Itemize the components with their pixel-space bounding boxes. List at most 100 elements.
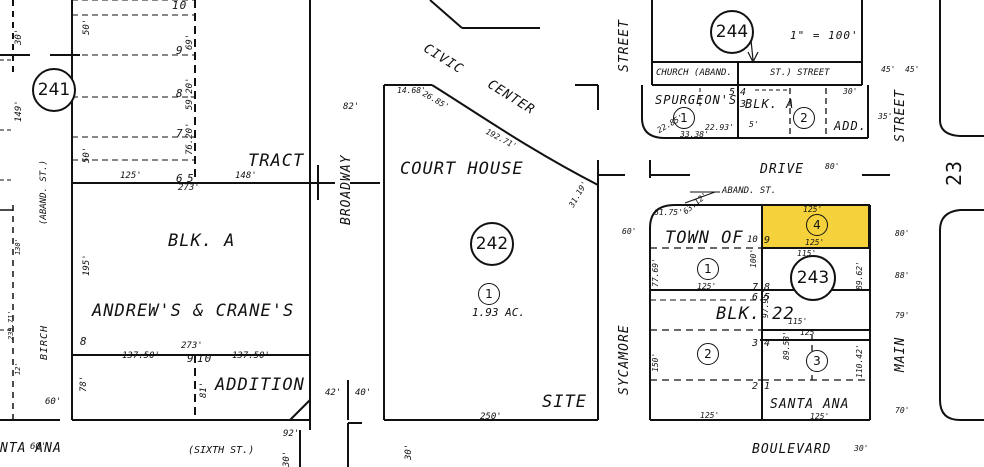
lot-number: 6 [752, 292, 759, 303]
dimension: 82' [343, 102, 360, 112]
dimension: 40' [355, 388, 372, 398]
dimension: 97.95' [761, 289, 770, 318]
lot-number: 4 [764, 338, 771, 349]
lot-number: 7 [752, 282, 759, 293]
dimension: 115' [788, 317, 808, 326]
main-street-suffix-label: STREET [893, 89, 908, 142]
dimension: 45' [905, 65, 920, 74]
parcel-2-spurgeon[interactable]: 2 [793, 107, 815, 129]
lot-number: 7 [176, 127, 184, 140]
dimension: 239.71' [7, 310, 15, 340]
book-page-241: 241 [32, 68, 76, 112]
dimension: 79' [895, 311, 910, 320]
blk-a-top-label: BLK. A [745, 97, 795, 111]
st-street-label: ST.) STREET [770, 68, 830, 78]
lot-number: 1 [764, 381, 771, 392]
dimension: 273' [181, 341, 203, 351]
lot-number: 8 [80, 335, 88, 348]
dimension: 30' [843, 87, 858, 96]
dimension: 81' [199, 381, 209, 398]
dimension: 69' [185, 33, 195, 50]
dimension: 35' [878, 112, 893, 121]
dimension: 88' [895, 271, 910, 280]
dimension: 125' [810, 412, 830, 421]
court-house-site-lines [347, 0, 625, 467]
main-street-label: MAIN [893, 336, 908, 372]
dimension: 149' [14, 100, 24, 122]
dimension: 115' [797, 249, 817, 258]
dimension: 50' [82, 146, 92, 163]
addition-left-label: ADDITION [215, 375, 305, 395]
spurgeon-block-lines [641, 0, 869, 139]
dimension: 130' [14, 238, 22, 255]
dimension: 125' [803, 205, 823, 214]
church-aband-label: CHURCH (ABAND. [656, 68, 732, 78]
dimension: 137.50' [232, 351, 270, 361]
lot-number: 10 [172, 0, 188, 12]
dimension: 50' [82, 18, 92, 35]
santa-ana-street-left-label: NTA ANA [0, 441, 62, 456]
dimension: 22.93' [705, 123, 734, 132]
dimension: 125' [805, 238, 825, 247]
parcel-1-court[interactable]: 1 [478, 283, 500, 305]
parcel-1-spurgeon[interactable]: 1 [673, 107, 695, 129]
dimension: 273' [178, 183, 200, 193]
lot-number: 5 [729, 87, 736, 98]
dimension: 80' [895, 229, 910, 238]
lot-number: 6 [176, 172, 184, 185]
blk-22-label: BLK. 22 [716, 304, 795, 324]
parcel-4-town[interactable]: 4 [806, 214, 828, 236]
lot-number: 8 [764, 282, 771, 293]
lot-number: 5 [187, 172, 195, 185]
dimension: 77.69' [651, 258, 660, 287]
town-block-lines [649, 160, 890, 421]
aband-st-note-label: ABAND. ST. [722, 186, 777, 196]
sixth-st-label: (SIXTH ST.) [188, 445, 255, 456]
dimension: 60' [30, 442, 47, 452]
book-page-242: 242 [470, 222, 514, 266]
dimension: 125' [700, 411, 720, 420]
right-edge-lines [939, 0, 984, 421]
dimension: 5' [749, 120, 759, 129]
santa-ana-right-label: SANTA ANA [770, 397, 850, 412]
dimension: 42' [325, 388, 342, 398]
aband-st-label: (ABAND. ST.) [39, 159, 49, 225]
dimension: 89.58' [782, 331, 791, 360]
dimension: 125' [697, 282, 717, 291]
andrews-crane-label: ANDREW'S & CRANE'S [92, 301, 295, 321]
dimension: 125' [800, 328, 820, 337]
broadway-street-label: BROADWAY [339, 154, 354, 225]
lot-number: 10 [197, 352, 213, 365]
birch-street-label: BIRCH [39, 324, 50, 360]
dimension: 30' [404, 443, 414, 460]
dimension: 100' [749, 248, 758, 268]
lot-number: 4 [740, 87, 747, 98]
dimension: 30' [282, 450, 292, 467]
left-block-lines [0, 0, 335, 467]
dimension: 148' [235, 171, 257, 181]
dimension: 125' [120, 171, 142, 181]
dimension: 59.20' [185, 77, 195, 110]
dimension: 61.75' [654, 208, 683, 217]
dimension: 76.20' [185, 122, 195, 155]
route-number: 23 [942, 159, 966, 186]
dimension: 70' [895, 406, 910, 415]
parcel-1-town[interactable]: 1 [697, 258, 719, 280]
dimension: 250' [480, 412, 502, 422]
dimension: 195' [82, 254, 92, 276]
acreage-label: 1.93 AC. [472, 306, 525, 319]
parcel-3-town[interactable]: 3 [806, 350, 828, 372]
add-label: ADD. [834, 119, 867, 133]
lot-number: 9 [187, 352, 195, 365]
spurgeons-label: SPURGEON'S [655, 93, 738, 107]
drive-street-label: DRIVE [760, 162, 805, 177]
lot-number: 8 [176, 87, 184, 100]
dimension: 80' [825, 162, 840, 171]
dimension: 150' [651, 352, 660, 372]
sycamore-street-label: SYCAMORE [617, 324, 632, 395]
dimension: 14.68' [397, 86, 426, 95]
parcel-2-town[interactable]: 2 [697, 343, 719, 365]
dimension: 30' [14, 28, 24, 45]
lot-number: 5 [764, 292, 771, 303]
